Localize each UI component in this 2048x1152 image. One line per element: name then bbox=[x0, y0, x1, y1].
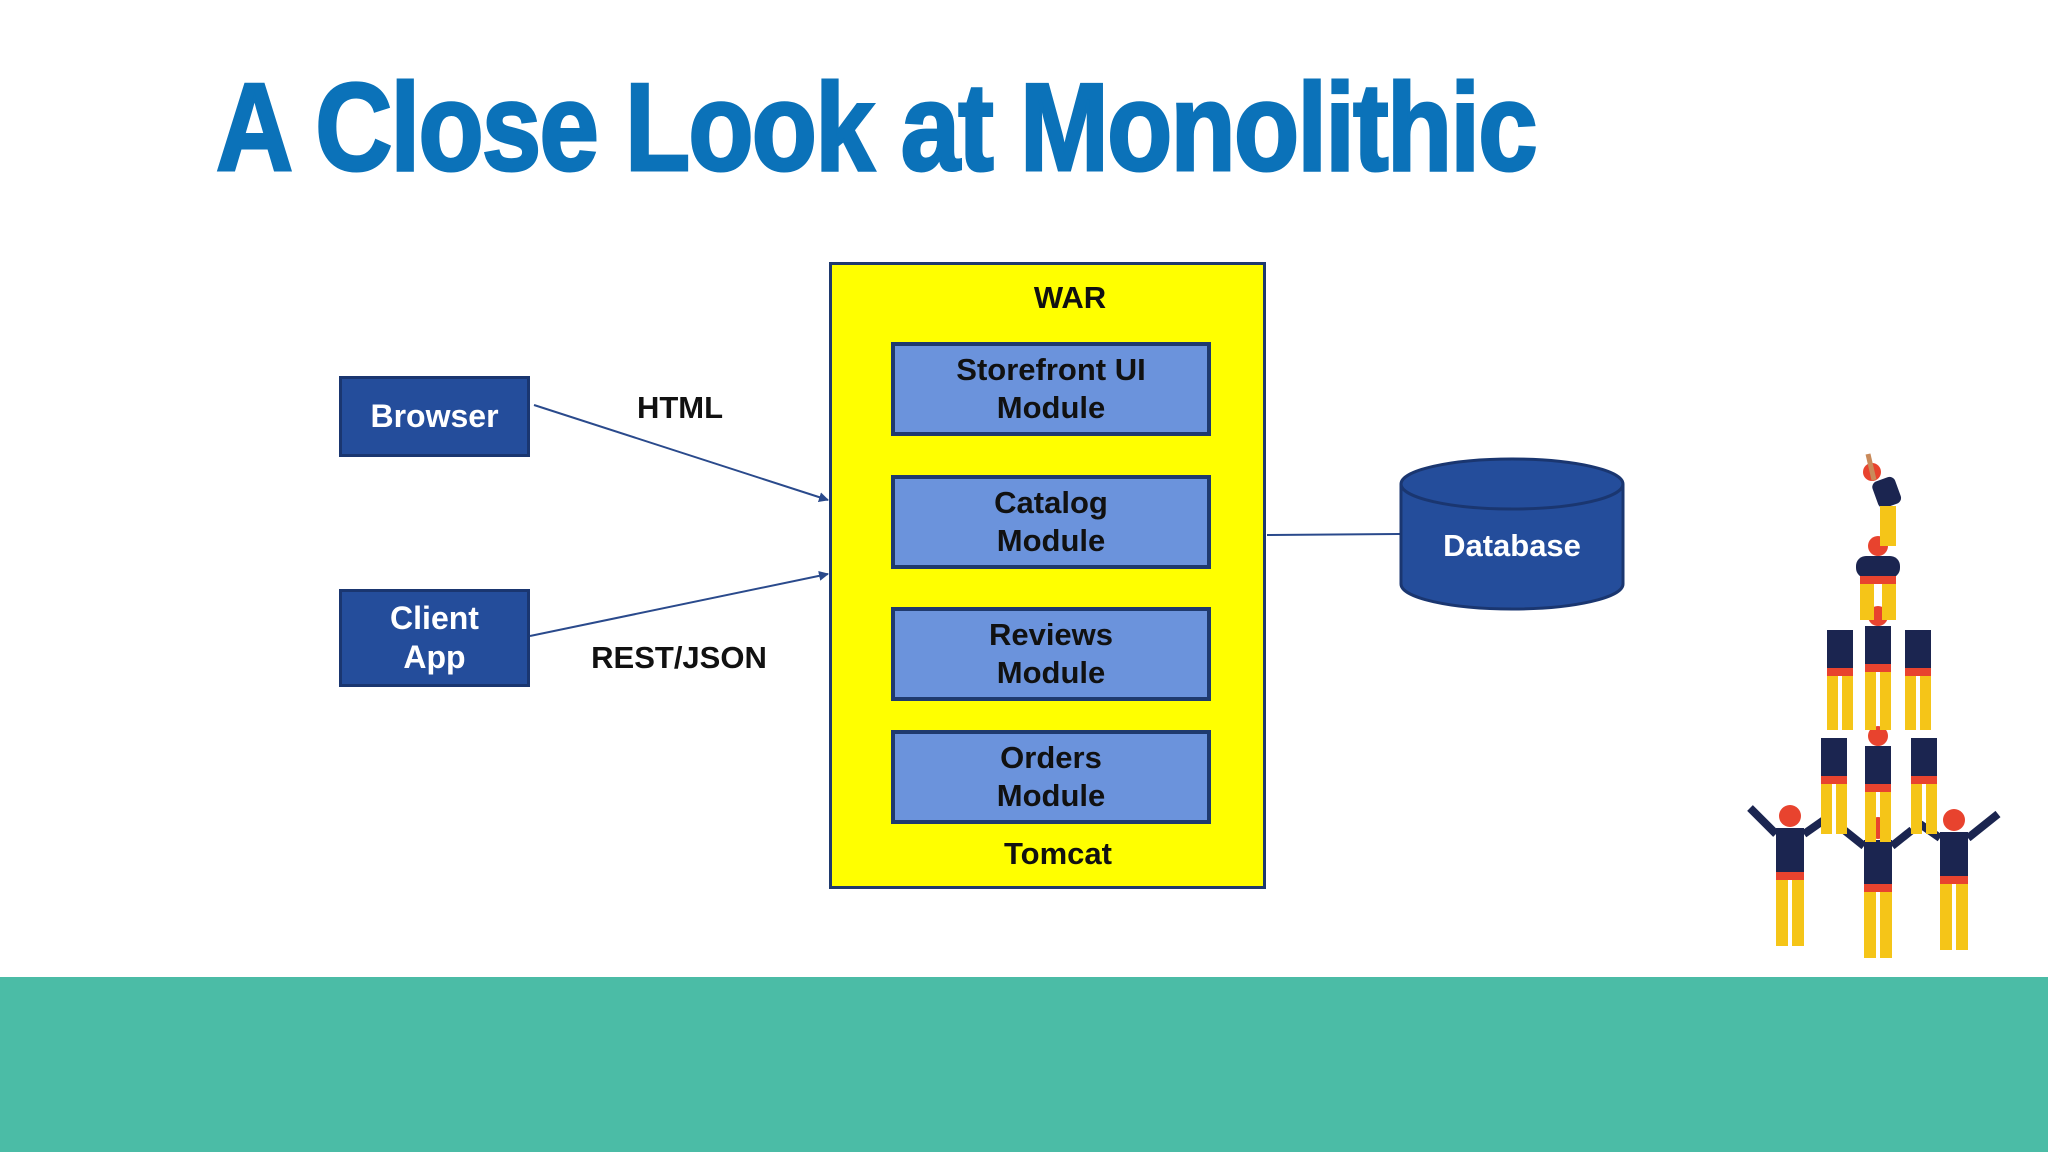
client-app-to-war-arrow bbox=[529, 570, 829, 637]
module-label-line1: Storefront UI bbox=[956, 352, 1146, 388]
war-to-database-line bbox=[1266, 533, 1402, 536]
tower-tier-top bbox=[1863, 453, 1902, 546]
orders-module: Orders Module bbox=[891, 730, 1211, 824]
tower-tier-third bbox=[1827, 606, 1931, 730]
reviews-module: Reviews Module bbox=[891, 607, 1211, 701]
storefront-ui-module: Storefront UI Module bbox=[891, 342, 1211, 436]
module-label-line1: Orders bbox=[1000, 740, 1102, 776]
client-app-label-line1: Client bbox=[390, 599, 479, 636]
browser-box: Browser bbox=[339, 376, 530, 457]
human-tower-illustration-icon bbox=[1747, 453, 2001, 958]
ground-band bbox=[0, 977, 2048, 1152]
tomcat-label: Tomcat bbox=[1004, 836, 1112, 871]
client-app-box: Client App bbox=[339, 589, 530, 687]
module-label-line2: Module bbox=[996, 523, 1106, 558]
html-connection-label: HTML bbox=[636, 390, 724, 425]
slide-title: A Close Look at Monolithic bbox=[215, 59, 1539, 197]
browser-to-war-arrow bbox=[533, 404, 829, 502]
client-app-label-line2: App bbox=[403, 639, 466, 675]
module-label-line2: Module bbox=[996, 390, 1106, 425]
war-label: WAR bbox=[1033, 280, 1107, 315]
module-label-line2: Module bbox=[996, 778, 1106, 813]
module-label-line1: Catalog bbox=[994, 485, 1108, 521]
database-cylinder-icon bbox=[1399, 457, 1625, 611]
module-label-line2: Module bbox=[996, 655, 1106, 690]
catalog-module: Catalog Module bbox=[891, 475, 1211, 569]
module-label-line1: Reviews bbox=[988, 617, 1114, 653]
browser-label: Browser bbox=[370, 397, 499, 434]
tower-tier-second bbox=[1821, 726, 1937, 842]
database-label: Database bbox=[1443, 528, 1581, 563]
rest-json-connection-label: REST/JSON bbox=[591, 640, 767, 675]
